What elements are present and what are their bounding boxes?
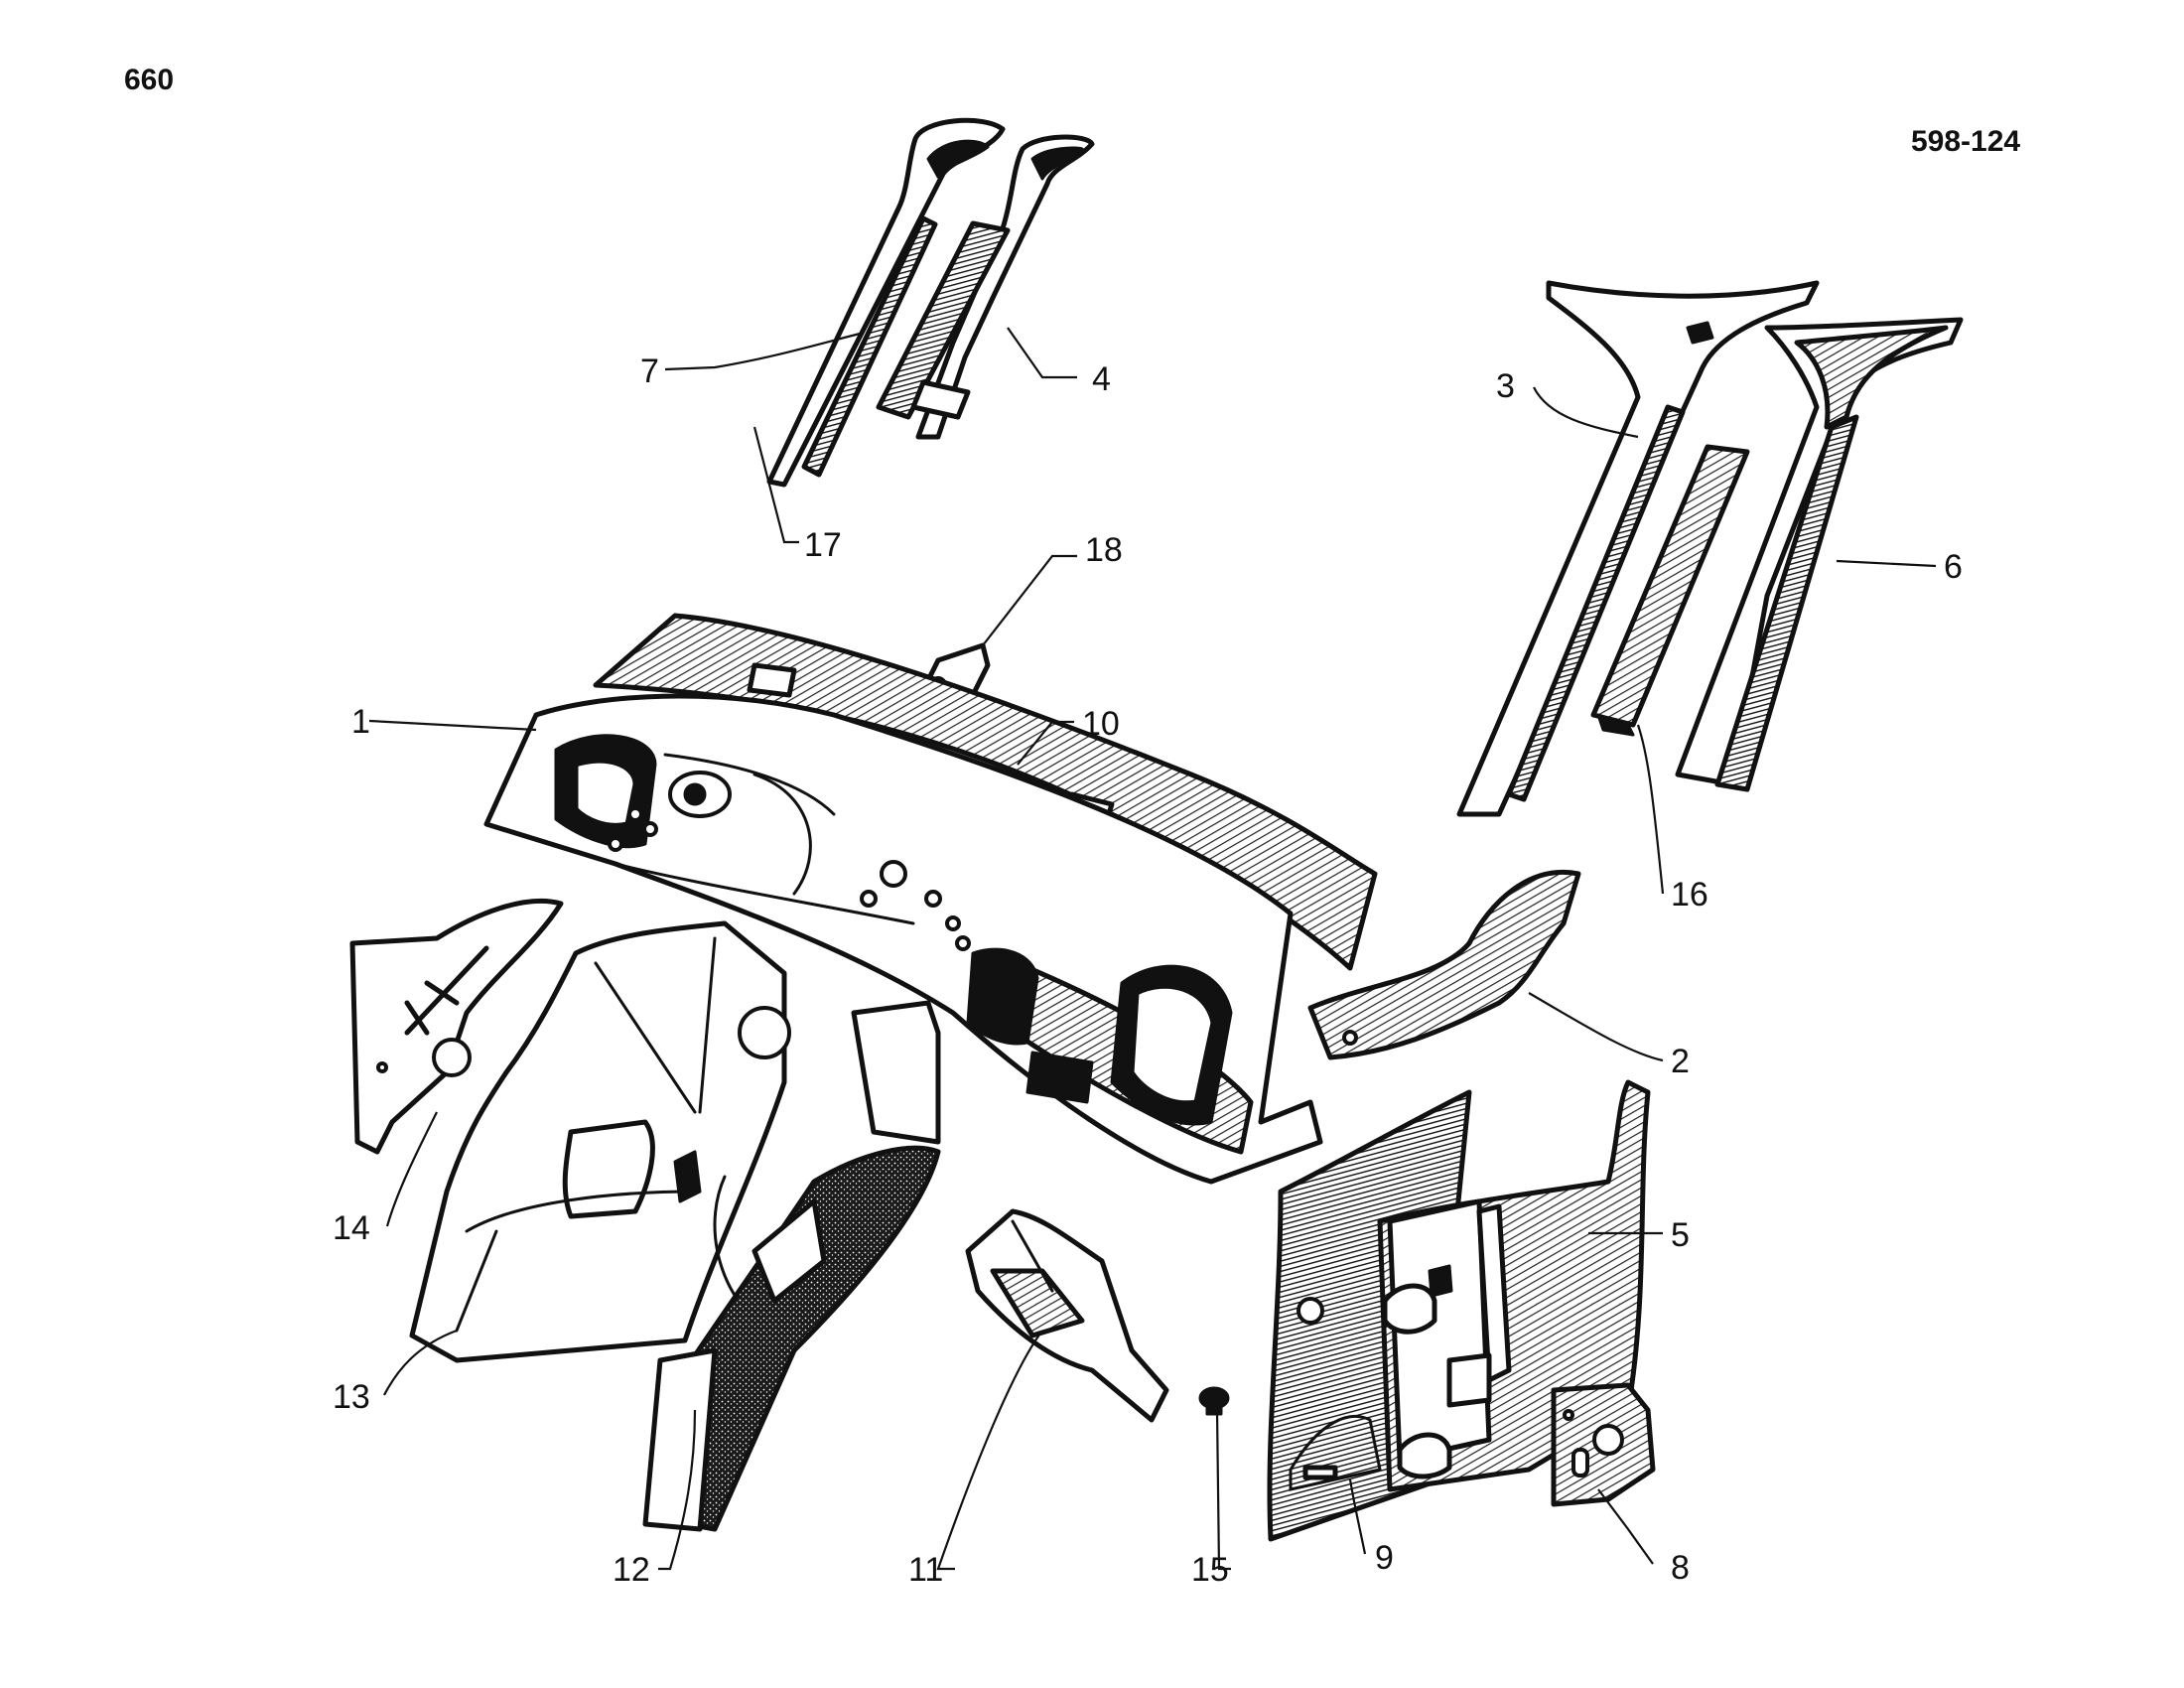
callout-4: 4 — [1092, 360, 1111, 398]
figure-code: 598-124 — [1911, 125, 2020, 158]
callout-16: 16 — [1671, 876, 1708, 914]
callout-18: 18 — [1085, 531, 1123, 569]
callout-12: 12 — [613, 1551, 650, 1589]
part-8-hinge-bracket — [1551, 1382, 1656, 1507]
callout-14: 14 — [333, 1209, 370, 1247]
callout-17: 17 — [804, 526, 842, 564]
part-3-pillar-inner — [1456, 280, 1820, 817]
callout-10: 10 — [1082, 705, 1120, 743]
callout-2: 2 — [1671, 1043, 1690, 1080]
callout-3: 3 — [1496, 367, 1515, 405]
part-11-lower-bracket — [965, 1208, 1169, 1423]
part-17-seal-strip — [876, 220, 1011, 420]
page-number: 660 — [124, 64, 174, 96]
callout-11: 11 — [908, 1551, 943, 1589]
leader-lines — [368, 327, 1937, 1571]
callout-1: 1 — [351, 703, 370, 741]
part-15-grommet — [1198, 1386, 1230, 1416]
part-1-dash-panel — [483, 693, 1323, 1185]
part-12-kick-panel — [642, 1000, 941, 1532]
callout-6: 6 — [1944, 548, 1963, 586]
part-6-pillar-outer — [1675, 317, 1964, 792]
part-7-pillar-trim — [766, 117, 1006, 488]
callout-15: 15 — [1191, 1551, 1229, 1589]
callout-7: 7 — [640, 352, 659, 390]
callout-5: 5 — [1671, 1216, 1690, 1254]
callout-9: 9 — [1375, 1539, 1394, 1577]
part-13-footwell-panel — [409, 920, 791, 1363]
part-4-pillar-trim — [915, 134, 1095, 440]
part-16-pillar-channel — [1590, 444, 1750, 737]
callout-13: 13 — [333, 1378, 370, 1416]
part-2-reinforcement — [1307, 870, 1581, 1060]
part-14-bracket-plate — [349, 898, 564, 1155]
callout-8: 8 — [1671, 1549, 1690, 1587]
